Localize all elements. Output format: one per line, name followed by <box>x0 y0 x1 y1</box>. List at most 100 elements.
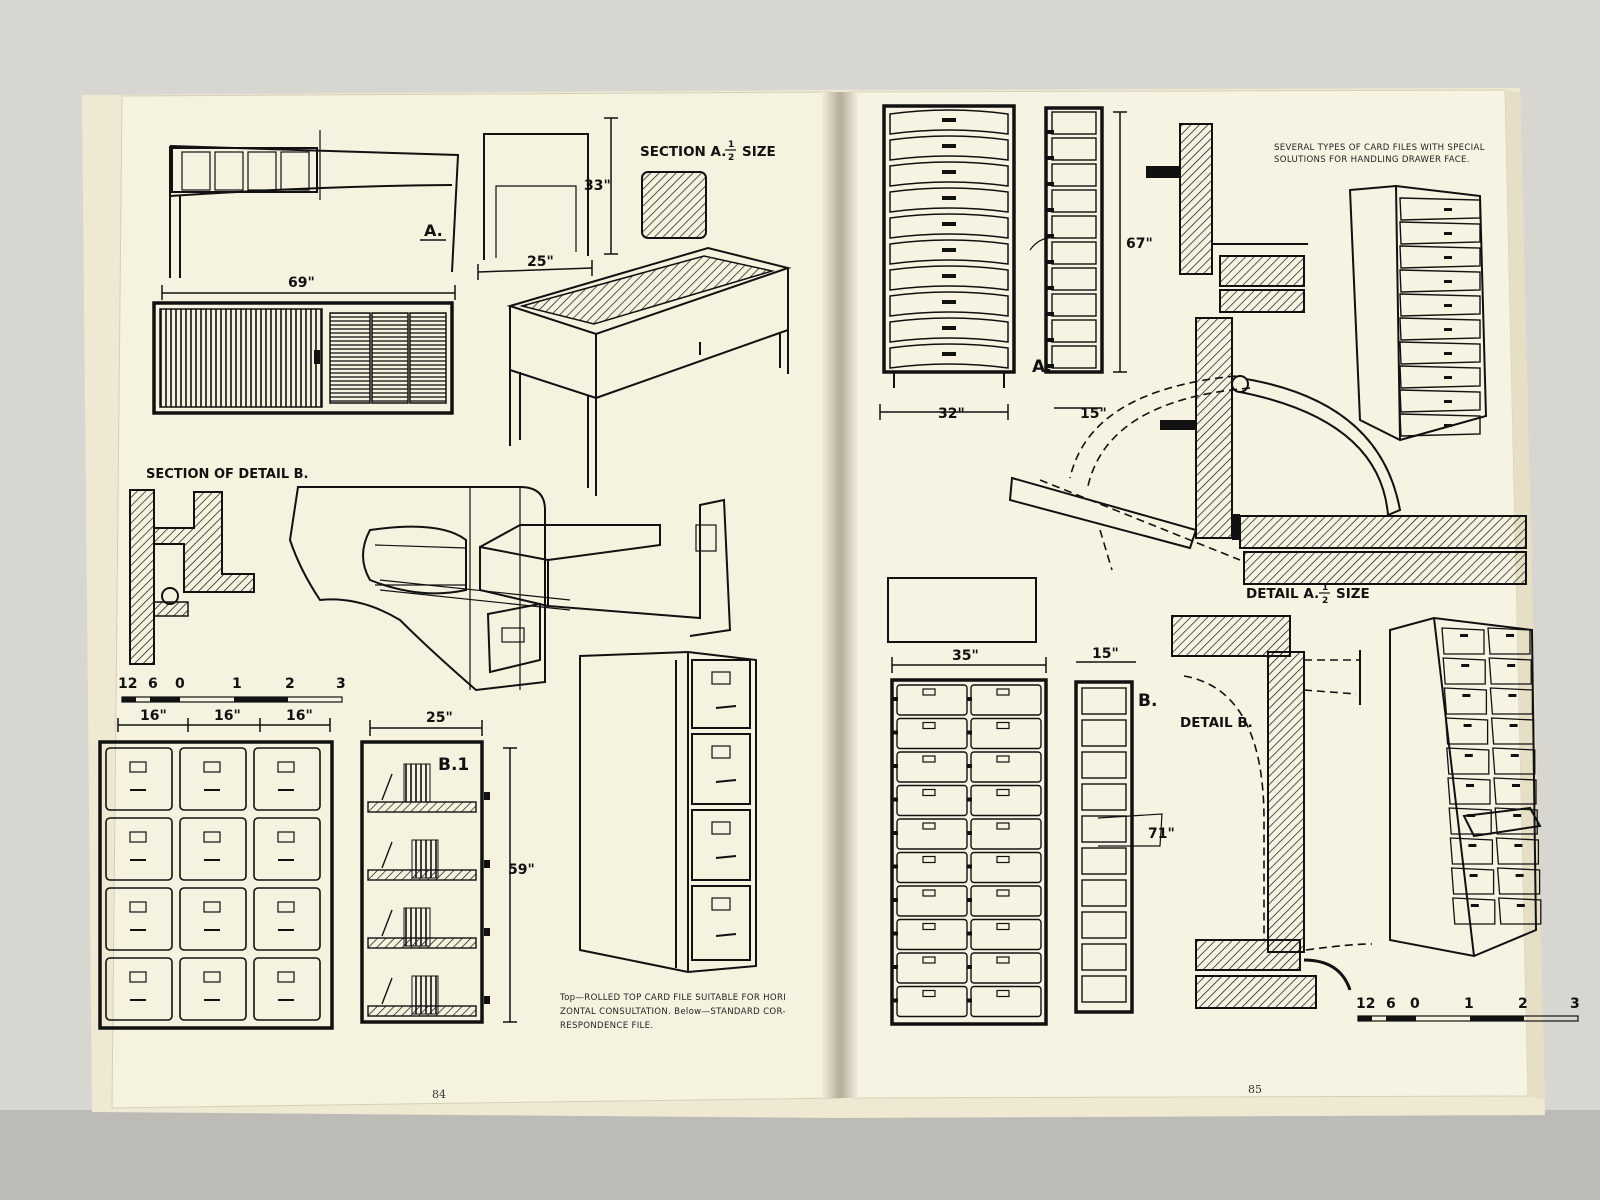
drawer-pull <box>967 797 972 802</box>
slot-stop <box>1046 312 1054 316</box>
section-a-label: SECTION A. <box>640 144 726 160</box>
dim-16-a: 16" <box>140 708 167 724</box>
dim-15-top-label: 15" <box>1080 406 1107 422</box>
card-holder <box>922 989 936 998</box>
slot-stop <box>1046 182 1054 186</box>
drawer-pull <box>967 965 972 969</box>
drawer-pull <box>893 831 898 835</box>
tall-cabinet-perspective-bottom <box>1389 616 1542 958</box>
left-scale-12: 12 <box>118 676 137 692</box>
dim-32-label: 32" <box>938 406 965 422</box>
drawer-pull <box>967 998 972 1003</box>
drawer-pull <box>1444 208 1452 211</box>
drawer-pull <box>942 196 956 200</box>
dim-69-label: 69" <box>288 275 315 291</box>
right-page-drawings: 32" A. 67" 15" <box>879 104 1580 1096</box>
drawer-front <box>105 957 173 1021</box>
drawer-pull <box>1506 634 1514 637</box>
open-file-drawer-perspective <box>288 486 732 692</box>
drawer-front <box>1447 777 1491 805</box>
drawer-pull <box>967 697 972 701</box>
right-note-line2: SOLUTIONS FOR HANDLING DRAWER FACE. <box>1274 155 1470 165</box>
drawer-front <box>1441 627 1485 655</box>
curved-drawer-front <box>889 187 1009 213</box>
detail-b-section: DETAIL B. <box>1171 615 1373 1009</box>
drawer-pull <box>1444 304 1452 307</box>
drawer-front <box>1444 717 1489 745</box>
dim-16-b: 16" <box>214 708 241 724</box>
drawer-pull <box>1444 352 1452 355</box>
drawer-front <box>1489 687 1534 715</box>
card-holder <box>129 971 147 983</box>
card-holder <box>996 855 1010 864</box>
drawer-front <box>1399 365 1481 389</box>
card-holder <box>277 971 295 983</box>
detail-a-fraction-den: 2 <box>1322 596 1328 606</box>
section-a-hatched-block <box>641 171 707 239</box>
drawer-front <box>1498 897 1542 925</box>
drawer-slot <box>1081 815 1127 843</box>
dimension-69: 69" <box>161 275 456 300</box>
dim-59-label: 59" <box>508 862 535 878</box>
section-a-fraction-den: 2 <box>728 153 734 163</box>
drawer-front <box>1399 221 1481 245</box>
drawer-front <box>253 817 321 881</box>
section-a-title: SECTION A. 1 2 SIZE <box>640 140 776 239</box>
card-holder <box>203 831 221 843</box>
drawer-pull <box>1462 694 1471 697</box>
detail-b-label: DETAIL B. <box>1180 715 1253 731</box>
label-a-left: A. <box>424 221 443 240</box>
detail-a-section: DETAIL A. 1 2 SIZE <box>1008 123 1527 606</box>
right-scale-3: 3 <box>1570 996 1580 1012</box>
drawer-pull <box>893 797 898 802</box>
card-holder <box>922 755 936 763</box>
drawer-slot <box>1051 267 1097 291</box>
card-holder <box>922 721 936 730</box>
dim-71-label: 71" <box>1148 826 1175 842</box>
drawer-pull <box>967 831 972 835</box>
drawer-front <box>1487 627 1531 655</box>
drawer-front <box>179 887 247 951</box>
drawer-slot <box>1051 345 1097 369</box>
drawer-pull <box>1513 814 1522 817</box>
card-holder <box>922 956 936 964</box>
drawer-slot <box>1051 293 1097 317</box>
right-scale-6: 6 <box>1386 996 1396 1012</box>
drawer-front <box>1446 747 1490 775</box>
drawer-pull <box>893 764 898 768</box>
drawer-slot <box>1051 241 1097 265</box>
right-scale-2: 2 <box>1518 996 1528 1012</box>
slot-stop <box>1046 234 1054 238</box>
drawer-front <box>179 747 247 811</box>
card-holder <box>996 755 1010 763</box>
card-divider <box>381 909 393 937</box>
drawer-pull <box>942 144 956 148</box>
drawer-pull <box>1466 784 1474 787</box>
left-page-drawings: A. 69" 25" 33" SECTION A. 1 <box>98 117 792 1101</box>
drawer-pull <box>1444 400 1452 403</box>
curved-drawer-front <box>889 135 1009 161</box>
right-page-number: 85 <box>1248 1083 1262 1096</box>
filed-cards <box>403 763 431 803</box>
card-holder <box>922 922 936 931</box>
drawer-front <box>253 887 321 951</box>
curved-drawer-front <box>889 265 1009 291</box>
drawer-cabinet-3x4: 16" 16" 16" <box>98 708 334 1030</box>
drawer-pull <box>1515 874 1524 877</box>
desk-side-elevation: 25" 33" <box>477 117 618 280</box>
drawer-pull <box>893 730 898 735</box>
slot-stop <box>1046 286 1054 290</box>
drawer-slot <box>1081 943 1127 971</box>
card-holder <box>277 831 295 843</box>
drawer-pull <box>1510 754 1519 757</box>
card-holder <box>129 901 147 913</box>
card-divider <box>381 841 393 869</box>
dim-33-label: 33" <box>584 178 611 194</box>
right-scale-bar: 12 6 0 1 2 3 <box>1356 996 1580 1022</box>
card-holder <box>996 822 1010 830</box>
correspondence-file-cabinet <box>579 650 757 974</box>
drawer-pull <box>893 898 898 902</box>
left-scale-6: 6 <box>148 676 158 692</box>
drawer-front <box>105 817 173 881</box>
